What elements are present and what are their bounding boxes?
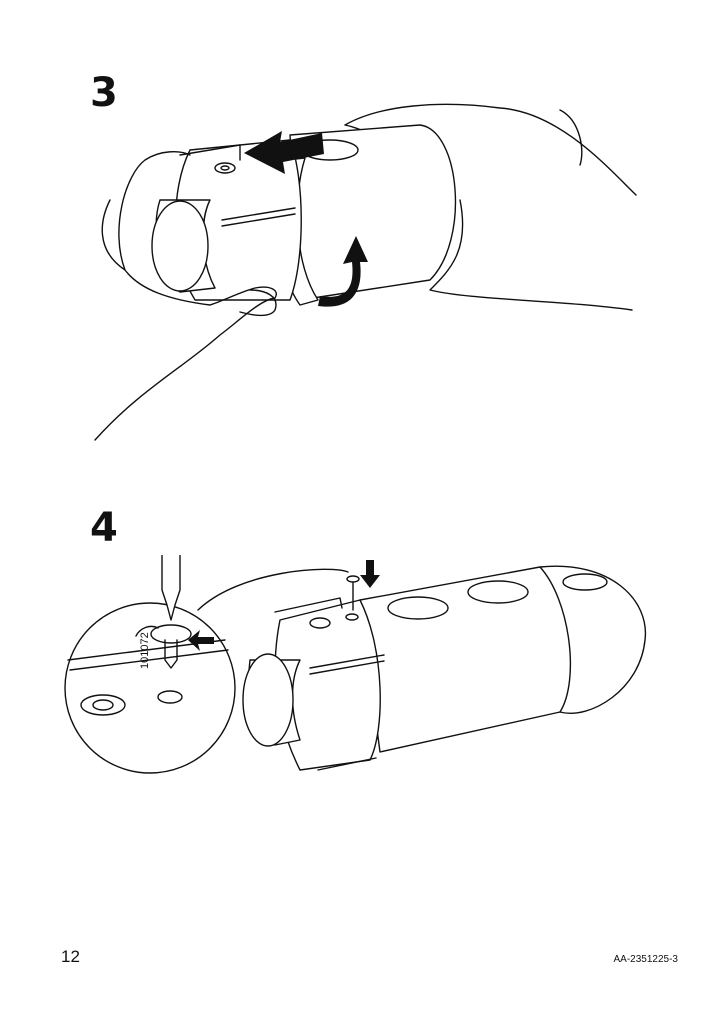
step-3-number: 3 [90,70,118,116]
step-4-number: 4 [90,505,118,551]
lens-face [151,200,209,292]
right-hand [344,103,637,311]
lens-face [242,653,294,747]
screwdriver-icon [161,555,181,621]
arrow-down-icon [360,560,380,588]
arrow-left-icon [244,131,324,174]
step-3-illustration [0,90,714,450]
detail-callout-circle [64,602,236,774]
page-number: 12 [61,947,80,966]
document-code: AA-2351225-3 [613,954,679,965]
rotate-screw-arrow-icon [188,630,214,651]
screw-icon [164,639,178,669]
part-number-label: 101072 [139,632,151,669]
left-hand [94,151,277,441]
step-4-illustration: 101072 [0,555,714,795]
tube-body [289,124,457,301]
rotate-arrow-icon [318,236,368,307]
